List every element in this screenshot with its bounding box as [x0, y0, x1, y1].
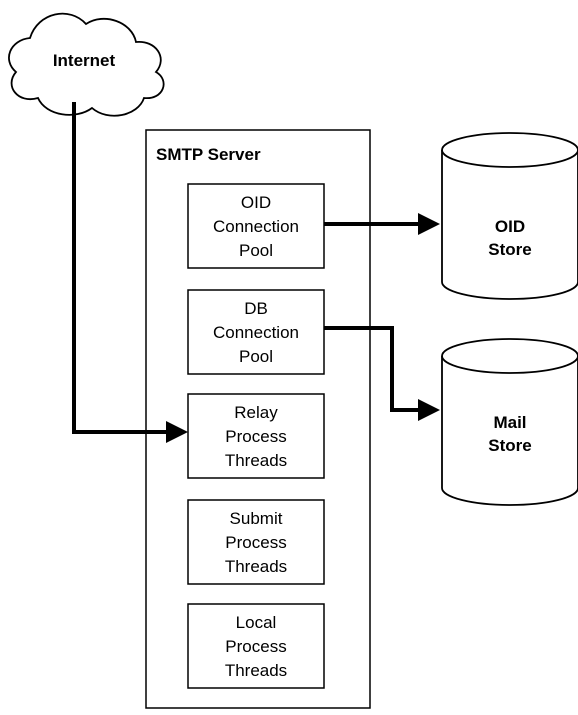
connector-line [72, 102, 168, 434]
component-line: Process [225, 637, 286, 656]
component-line: Pool [239, 347, 273, 366]
connector-oid-pool-to-oid-store [324, 213, 440, 235]
component-line: Pool [239, 241, 273, 260]
component-line: Submit [230, 509, 283, 528]
component-line: Connection [213, 323, 299, 342]
component-line: Local [236, 613, 277, 632]
arrowhead [166, 421, 188, 443]
internet-label: Internet [53, 51, 116, 70]
connector-internet-to-relay [72, 102, 188, 443]
component-box [187, 603, 325, 689]
component-line: Threads [225, 451, 287, 470]
cylinder-body [441, 338, 578, 506]
cylinder-body [441, 132, 578, 300]
component-local-process-threads: Local Process Threads [187, 603, 325, 689]
oid-store-cylinder: OID Store [441, 132, 578, 300]
component-line: DB [244, 299, 268, 318]
component-db-connection-pool: DB Connection Pool [187, 289, 325, 375]
component-box [187, 289, 325, 375]
component-relay-process-threads: Relay Process Threads [187, 393, 325, 479]
component-line: Process [225, 533, 286, 552]
connector-db-pool-to-mail-store [324, 326, 440, 421]
server-title: SMTP Server [156, 145, 261, 164]
component-line: Relay [234, 403, 278, 422]
internet-cloud: Internet [8, 12, 165, 117]
component-line: Threads [225, 661, 287, 680]
mail-store-cylinder: Mail Store [441, 338, 578, 506]
component-box [187, 499, 325, 585]
component-oid-connection-pool: OID Connection Pool [187, 183, 325, 269]
store-line: Store [488, 436, 531, 455]
component-line: Process [225, 427, 286, 446]
cylinder-top-rim [441, 149, 578, 168]
component-line: Connection [213, 217, 299, 236]
cloud-shape [8, 12, 165, 117]
component-line: Threads [225, 557, 287, 576]
component-submit-process-threads: Submit Process Threads [187, 499, 325, 585]
store-line: Mail [493, 413, 526, 432]
component-box [187, 393, 325, 479]
arrowhead [418, 399, 440, 421]
arrowhead [418, 213, 440, 235]
cylinder-top-rim [441, 355, 578, 374]
store-line: Store [488, 240, 531, 259]
store-line: OID [495, 217, 525, 236]
component-line: OID [241, 193, 271, 212]
connector-line [324, 326, 420, 412]
component-box [187, 183, 325, 269]
